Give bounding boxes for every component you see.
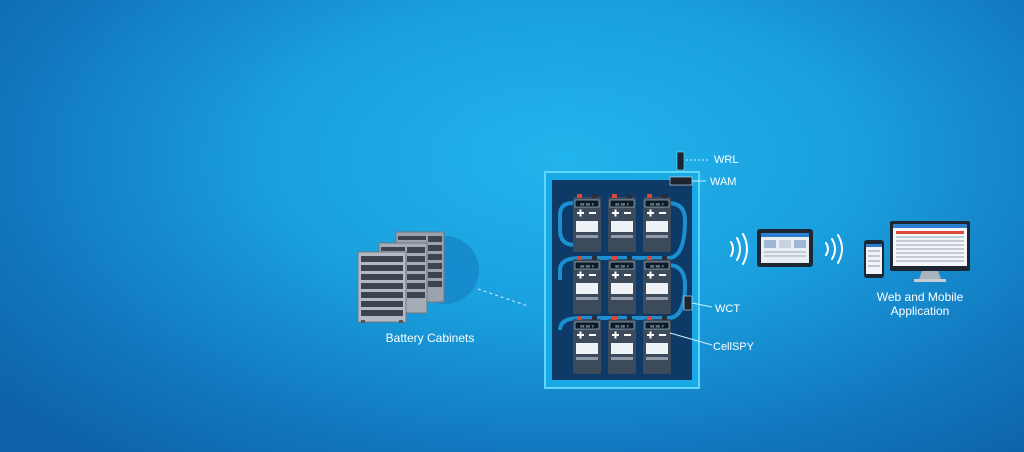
cabinet-link-line (477, 288, 529, 307)
app-label-line1: Web and Mobile (876, 290, 964, 304)
cell-voltage-tag: 00:00 V (650, 203, 664, 207)
wam-label: WAM (710, 176, 737, 188)
wct-label: WCT (715, 303, 741, 315)
cell-voltage-tag: 00:00 V (580, 325, 594, 329)
battery-cell-icon: 00:00 V (573, 194, 601, 252)
wireless-signal-icon-2 (825, 234, 843, 264)
cell-voltage-tag: 00:00 V (615, 325, 629, 329)
battery-cell-icon: 00:00 V (608, 256, 636, 314)
cellspy-label: CellSPY (713, 341, 754, 353)
cell-voltage-tag: 00:00 V (615, 265, 629, 269)
cell-voltage-tag: 00:00 V (650, 325, 664, 329)
battery-cell-icon: 00:00 V (608, 194, 636, 252)
phone-icon (864, 240, 884, 278)
battery-cell-icon: 00:00 V (573, 256, 601, 314)
cell-cables (558, 201, 688, 331)
battery-cell-icon: 00:00 V (573, 316, 601, 374)
battery-cell-icon: 00:00 V (643, 316, 671, 374)
tablet-icon (757, 229, 813, 267)
battery-grid: 00:00 V 00:00 V 00:00 V 00:00 V 00:00 V 00:00… (573, 194, 671, 374)
wct-device-icon (683, 295, 693, 311)
cellspy-leader-line (669, 332, 713, 346)
app-label-line2: Application (890, 304, 950, 318)
cell-voltage-tag: 00:00 V (650, 265, 664, 269)
desktop-monitor-icon (890, 221, 970, 282)
battery-cabinets-label: Battery Cabinets (385, 331, 475, 345)
battery-cabinets-illustration (357, 231, 479, 323)
battery-cell-icon: 00:00 V (643, 256, 671, 314)
cell-voltage-tag: 00:00 V (580, 265, 594, 269)
battery-cell-icon: 00:00 V (643, 194, 671, 252)
cell-voltage-tag: 00:00 V (615, 203, 629, 207)
cell-voltage-tag: 00:00 V (580, 203, 594, 207)
wct-leader-line (691, 302, 713, 308)
battery-cell-icon: 00:00 V (608, 316, 636, 374)
wam-device-icon (669, 176, 693, 186)
wireless-signal-icon (730, 233, 748, 265)
wrl-device-icon (676, 151, 685, 171)
wrl-label: WRL (714, 154, 739, 166)
